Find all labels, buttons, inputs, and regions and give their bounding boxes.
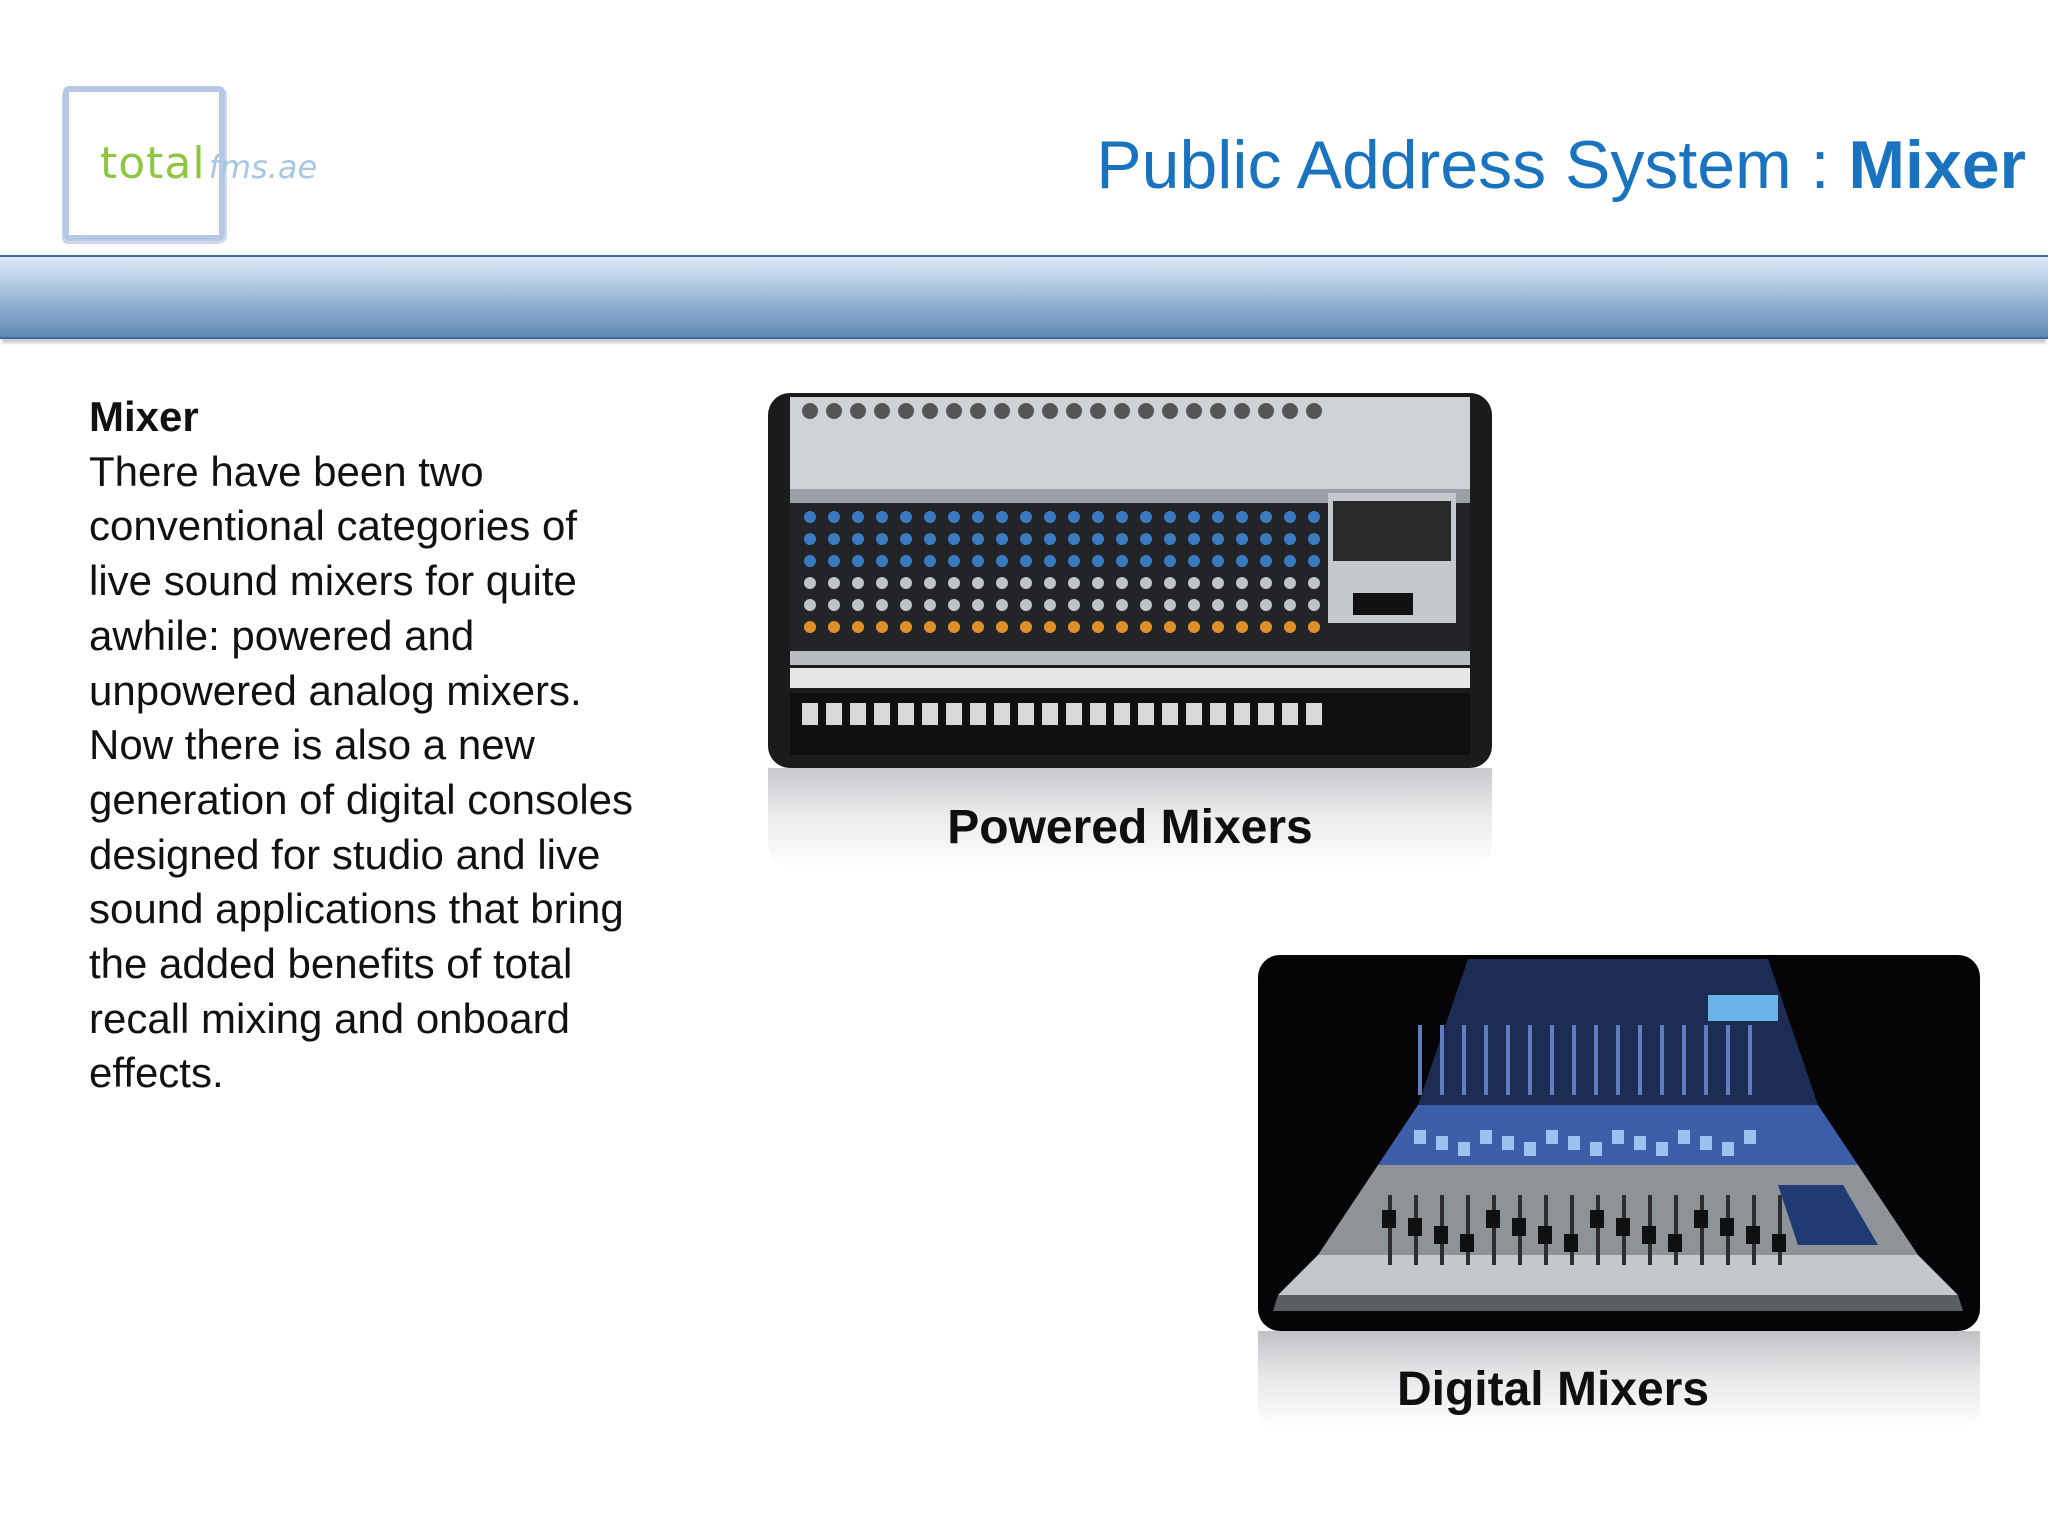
digital-mixers-caption: Digital Mixers [1396,1363,1710,1416]
digital-mixer-image [1258,955,1980,1331]
powered-mixer-reflection [768,768,1492,868]
page-title-bold: Mixer [1848,127,2026,203]
content-text: Mixer There have been two conventional c… [89,390,649,1101]
content-heading: Mixer [89,393,199,440]
logo: totalfms.ae [100,138,360,198]
powered-mixer-illustration [768,393,1492,768]
logo-frame [63,86,225,241]
powered-mixers-caption: Powered Mixers [947,801,1313,854]
logo-text-sub: fms.ae [208,148,318,186]
digital-mixer-illustration [1258,955,1980,1331]
content-body: There have been two conventional categor… [89,447,634,1097]
header-band [0,255,2048,339]
page-title: Public Address System : Mixer [1096,126,2026,204]
page-title-regular: Public Address System : [1096,127,1849,203]
powered-mixer-image [768,393,1492,768]
digital-mixer-reflection [1258,1331,1980,1429]
logo-text-main: total [100,138,206,189]
